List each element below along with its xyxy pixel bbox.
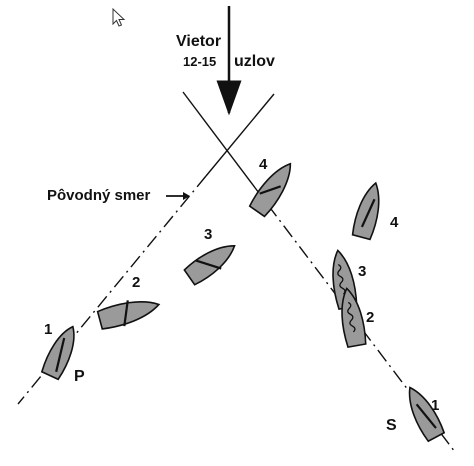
starboard-position-label: 3 [358,263,366,280]
sailboat-icon [40,325,75,381]
port-position-label: 4 [259,156,268,173]
wind-speed-unit: uzlov [234,53,275,70]
starboard-position-label: 2 [366,309,374,326]
sailboat-icon [351,181,380,241]
sailboat-icon [248,162,292,218]
sailboat-icon [96,300,161,330]
port-position-label: 2 [132,274,140,291]
sailboat-icon [183,244,236,286]
starboard-tack-line-solid [205,93,275,177]
port-position-label: 3 [204,226,212,243]
sailboat-icon [341,287,367,349]
original-course-label: Pôvodný smer [47,187,151,204]
sailboat-icon [408,386,446,443]
course-pointer-head-icon [183,192,190,200]
port-tack-label: P [74,368,85,385]
wind-title: Vietor [176,33,221,50]
cursor-icon [112,7,126,27]
port-position-label: 1 [44,321,52,338]
starboard-position-label: 1 [431,397,439,414]
wind-speed-range: 12-15 [183,54,216,69]
port-tack-line-solid [182,91,269,206]
starboard-tack-label: S [386,417,397,434]
starboard-position-label: 4 [390,214,399,231]
